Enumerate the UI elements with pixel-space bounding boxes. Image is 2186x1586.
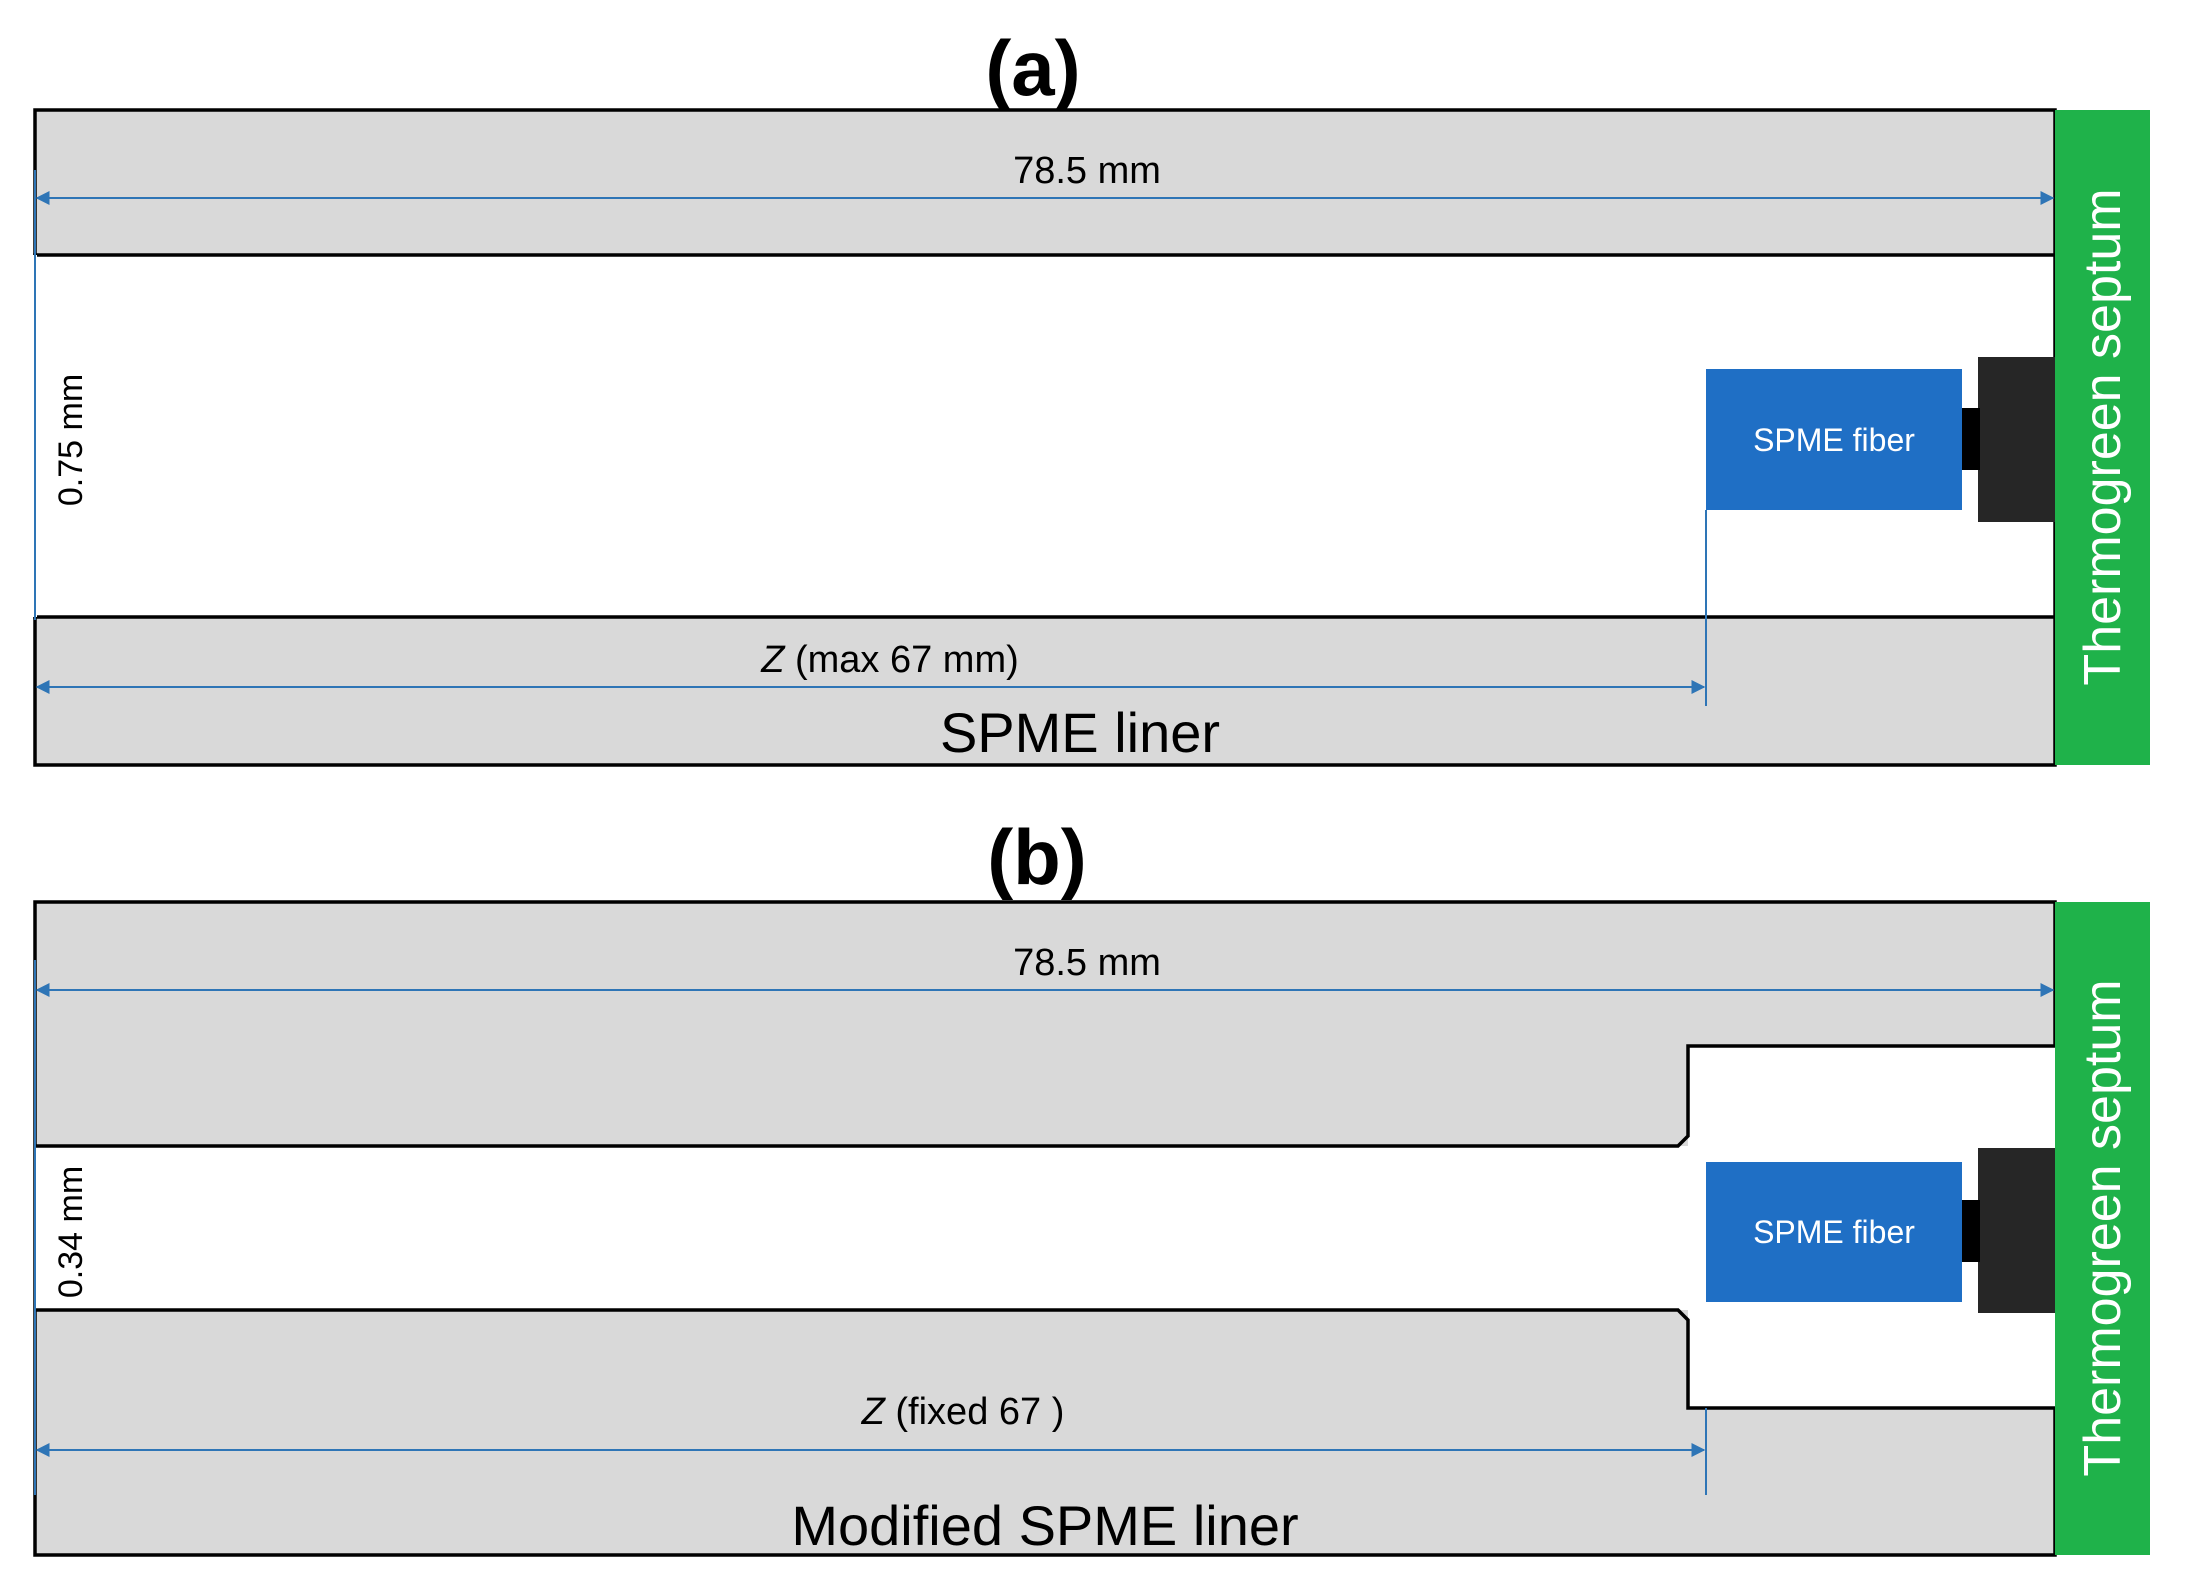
septum-a	[2055, 110, 2150, 765]
fiber-needle-a	[1958, 408, 1980, 470]
panel-b: (b) Thermogreen septum SPME fiber 78.5 m…	[33, 813, 2150, 1557]
panel-a-label: (a)	[985, 24, 1080, 112]
septum-label-b: Thermogreen septum	[2074, 979, 2132, 1476]
fiber-label-a: SPME fiber	[1753, 422, 1915, 458]
z-var-b: Z	[861, 1391, 887, 1433]
bore-dim-label-a: 0.75 mm	[52, 374, 90, 506]
z-dim-label-b: Z (fixed 67 )	[861, 1391, 1065, 1433]
spme-fiber-b	[1706, 1162, 1962, 1302]
panel-b-label: (b)	[987, 813, 1087, 901]
z-dim-label-a: Z (max 67 mm)	[760, 639, 1019, 681]
fiber-holder-a	[1978, 357, 2055, 522]
length-dim-label-b: 78.5 mm	[1013, 942, 1161, 984]
liner-label-b: Modified SPME liner	[791, 1494, 1298, 1557]
panel-a: (a) Thermogreen septum SPME fiber 78.5 m…	[33, 24, 2150, 767]
z-var-a: Z	[760, 639, 786, 681]
fiber-needle-b	[1958, 1200, 1980, 1262]
z-dim-text-a: (max 67 mm)	[784, 639, 1018, 681]
fiber-holder-b	[1978, 1148, 2055, 1313]
liner-bore-b	[35, 1046, 2055, 1408]
length-dim-label-a: 78.5 mm	[1013, 150, 1161, 192]
septum-b	[2055, 902, 2150, 1555]
septum-label-a: Thermogreen septum	[2074, 188, 2132, 685]
liner-label-a: SPME liner	[940, 701, 1220, 764]
spme-fiber-a	[1706, 369, 1962, 510]
fiber-label-b: SPME fiber	[1753, 1214, 1915, 1250]
z-dim-text-b: (fixed 67 )	[885, 1391, 1065, 1433]
bore-dim-label-b: 0.34 mm	[52, 1166, 90, 1298]
